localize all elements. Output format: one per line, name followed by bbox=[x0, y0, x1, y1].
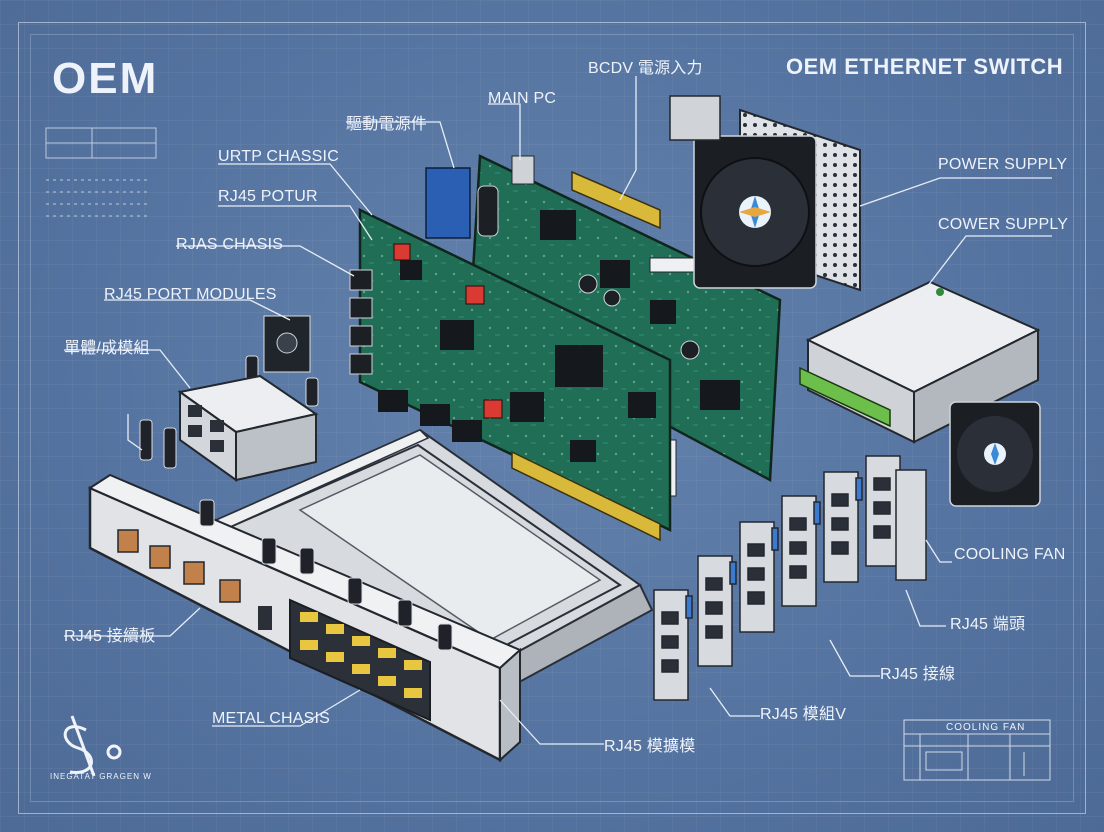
power-supply-fan bbox=[669, 95, 861, 292]
label-rj45-r2: RJ45 接線 bbox=[880, 666, 956, 683]
main-pcb-front bbox=[349, 167, 672, 542]
title-block bbox=[903, 719, 1051, 781]
label-main-pc: MAIN PC bbox=[488, 90, 557, 107]
label-urtp-chassis: URTP CHASSIC bbox=[218, 148, 339, 165]
label-rj45-port-modules: RJ45 PORT MODULES bbox=[104, 286, 277, 303]
label-rj45-bottom: RJ45 模擴模 bbox=[604, 738, 696, 755]
label-cooling-fan: COOLING FAN bbox=[954, 546, 1066, 563]
label-rj45-left: RJ45 接續板 bbox=[64, 628, 156, 645]
main-pcb-back bbox=[468, 154, 782, 497]
title-block-heading: COOLING FAN bbox=[946, 722, 1026, 733]
label-cower-supply: COWER SUPPLY bbox=[938, 216, 1069, 233]
blueprint-frame bbox=[18, 22, 1086, 814]
title: OEM bbox=[52, 54, 159, 103]
cooling-fan-small bbox=[949, 401, 1041, 507]
logo-caption: INEGATAT GRAGEN W bbox=[50, 772, 152, 781]
label-rj45-r3: RJ45 模組V bbox=[760, 706, 847, 723]
spec-table bbox=[45, 127, 157, 217]
leader-lines bbox=[64, 76, 1052, 745]
power-supply-box bbox=[799, 280, 1041, 444]
label-top-center: BCDV 電源入力 bbox=[588, 60, 703, 77]
header-title: OEM ETHERNET SWITCH bbox=[786, 54, 1064, 79]
capacitors bbox=[139, 355, 453, 651]
label-left-cjk: 單體/成模組 bbox=[64, 340, 150, 357]
rj45-module-stack bbox=[653, 455, 927, 701]
label-rj45-r1: RJ45 端頭 bbox=[950, 616, 1026, 633]
label-driver-parts: 驅動電源件 bbox=[346, 116, 428, 133]
rj45-block-left bbox=[177, 315, 319, 482]
label-rj45-potur: RJ45 POTUR bbox=[218, 188, 318, 205]
label-rjas-chasis: RJAS CHASIS bbox=[176, 236, 284, 253]
label-power-supply: POWER SUPPLY bbox=[938, 156, 1068, 173]
blueprint-inner-frame bbox=[30, 34, 1074, 802]
logo-mark bbox=[63, 715, 122, 777]
label-metal-chasis: METAL CHASIS bbox=[212, 710, 330, 727]
